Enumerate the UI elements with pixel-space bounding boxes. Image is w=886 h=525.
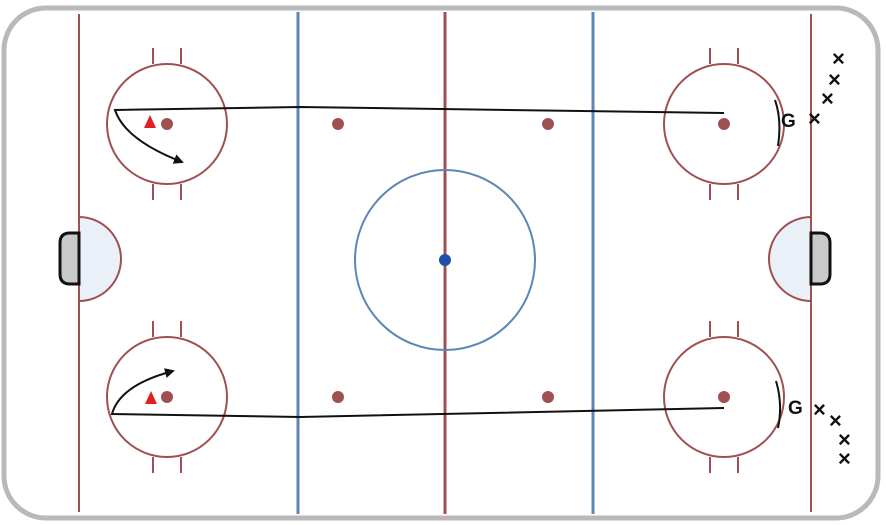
bottom-drill-path [110,368,725,419]
player-marker-bottom [145,391,157,404]
bottom-skater-line: × × × × [813,397,851,471]
skater-x-mark: × [828,67,841,92]
faceoff-circle-top-right [663,48,785,200]
right-goal-crease [768,215,812,303]
left-net [58,231,81,286]
left-goal-crease [78,215,122,303]
bottom-goalie-label: G [788,398,803,419]
top-skater-line: × × × × [808,46,845,131]
center-circle [354,169,536,351]
neutral-dot-bottom-left [332,391,344,403]
neutral-dot-top-right [542,118,554,130]
right-net [809,231,832,286]
faceoff-circle-bottom-right [663,321,785,473]
top-goalie-bracket [774,99,781,147]
top-drill-path [113,105,725,164]
skater-x-mark: × [813,397,826,422]
skater-x-mark: × [832,46,845,71]
skater-x-mark: × [808,106,821,131]
skater-x-mark: × [821,86,834,111]
faceoff-circle-top-left [106,48,228,200]
player-marker-top [144,115,156,128]
center-faceoff-dot [439,254,451,266]
skater-x-mark: × [829,408,842,433]
skater-x-mark: × [838,446,851,471]
faceoff-circle-bottom-left [106,321,228,473]
neutral-dot-top-left [332,118,344,130]
bottom-goalie-bracket [775,380,782,429]
neutral-dot-bottom-right [542,391,554,403]
top-goalie-label: G [781,111,796,132]
skater-x-mark: × [838,427,851,452]
